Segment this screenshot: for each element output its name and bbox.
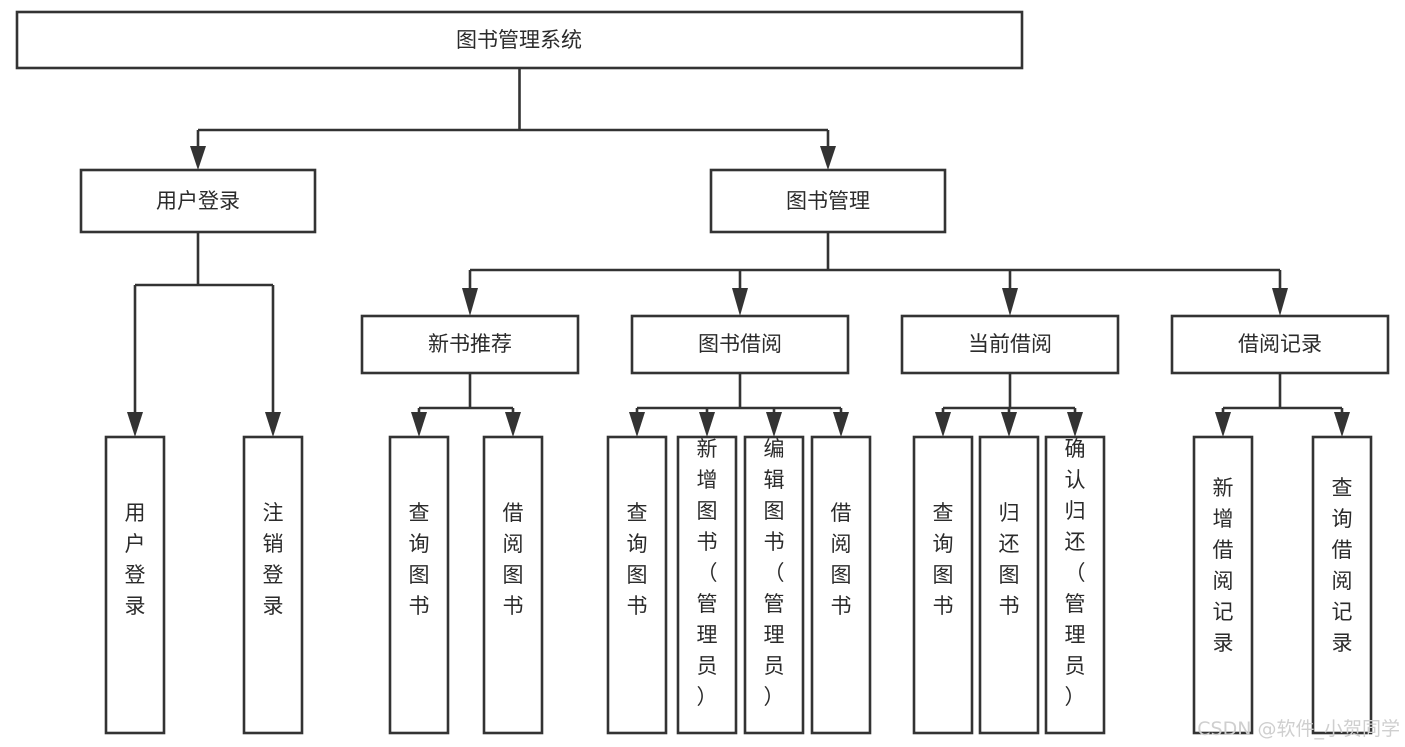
leaf-bb-borrow-book-box[interactable] [810, 435, 872, 735]
leaf-nb-borrow-book-box[interactable] [482, 435, 544, 735]
node-root-label: 图书管理系统 [456, 28, 582, 52]
node-current-borrow-box[interactable] [900, 314, 1120, 375]
arrow-head-bb-leaf-1 [629, 412, 645, 437]
node-book-borrow[interactable]: 图书借阅 [630, 314, 850, 375]
arrow-head-bb-leaf-2 [699, 412, 715, 437]
arrow-head-new-book [462, 288, 478, 316]
leaf-bb-edit-book[interactable]: 编辑图书（管理员） [743, 435, 805, 735]
arrow-head-br-leaf-1 [1215, 412, 1231, 437]
node-book-management[interactable]: 图书管理 [709, 168, 947, 234]
node-current-borrow[interactable]: 当前借阅 [900, 314, 1120, 375]
leaf-cb-confirm-return-label: 确认归还（管理员） [1065, 437, 1086, 709]
arrow-head-leaf-logout [265, 412, 281, 437]
leaf-cb-query-book-label: 查询图书 [933, 501, 954, 618]
arrow-head-user-login [190, 146, 206, 170]
node-borrow-record-box[interactable] [1170, 314, 1390, 375]
connector-group-new-book [411, 373, 521, 437]
arrow-head-current-borrow [1002, 288, 1018, 316]
leaf-nb-borrow-book[interactable]: 借阅图书 [482, 435, 544, 735]
leaf-br-add-record-box[interactable] [1192, 435, 1254, 735]
connector-group-root [190, 68, 836, 170]
leaf-br-query-record-label: 查询借阅记录 [1332, 476, 1353, 655]
arrow-head-cb-leaf-3 [1067, 412, 1083, 437]
watermark-label: CSDN @软件_小贺同学 [1197, 718, 1400, 740]
leaf-br-query-record[interactable]: 查询借阅记录 [1311, 435, 1373, 735]
leaf-cb-return-book-label: 归还图书 [999, 501, 1020, 618]
connector-group-current-borrow [935, 373, 1083, 437]
leaf-nb-query-book-box[interactable] [388, 435, 450, 735]
arrow-head-cb-leaf-2 [1001, 412, 1017, 437]
arrow-head-borrow-record [1272, 288, 1288, 316]
connector-group-borrow-record [1215, 373, 1350, 437]
leaf-br-add-record[interactable]: 新增借阅记录 [1192, 435, 1254, 735]
node-book-management-label: 图书管理 [786, 189, 870, 213]
leaf-bb-query-book-label: 查询图书 [627, 501, 648, 618]
node-new-book-recommend[interactable]: 新书推荐 [360, 314, 580, 375]
leaf-br-query-record-box[interactable] [1311, 435, 1373, 735]
leaf-bb-borrow-book[interactable]: 借阅图书 [810, 435, 872, 735]
leaf-cb-query-book-box[interactable] [912, 435, 974, 735]
leaf-cb-query-book[interactable]: 查询图书 [912, 435, 974, 735]
leaf-bb-borrow-book-label: 借阅图书 [831, 501, 852, 618]
arrow-head-leaf-user-login [127, 412, 143, 437]
arrow-head-cb-leaf-1 [935, 412, 951, 437]
node-root-box[interactable] [15, 10, 1024, 70]
arrow-head-book-mgmt [820, 146, 836, 170]
leaf-bb-add-book-label: 新增图书（管理员） [697, 437, 718, 709]
leaf-nb-borrow-book-label: 借阅图书 [503, 501, 524, 618]
node-borrow-record-label: 借阅记录 [1238, 332, 1322, 356]
node-current-borrow-label: 当前借阅 [968, 332, 1052, 356]
node-borrow-record[interactable]: 借阅记录 [1170, 314, 1390, 375]
leaf-bb-edit-book-box[interactable] [743, 435, 805, 735]
arrow-head-nb-leaf-1 [411, 412, 427, 437]
leaf-user-login-box[interactable] [104, 435, 166, 735]
leaf-nb-query-book-label: 查询图书 [409, 501, 430, 618]
node-root[interactable]: 图书管理系统 [15, 10, 1024, 70]
leaf-br-add-record-label: 新增借阅记录 [1213, 476, 1234, 655]
arrow-head-bb-leaf-3 [766, 412, 782, 437]
leaf-cb-confirm-return[interactable]: 确认归还（管理员） [1044, 435, 1106, 735]
leaf-cb-return-book-box[interactable] [978, 435, 1040, 735]
leaf-cb-confirm-return-box[interactable] [1044, 435, 1106, 735]
leaf-logout-label: 注销登录 [263, 501, 284, 618]
node-user-login-box[interactable] [79, 168, 317, 234]
node-book-borrow-box[interactable] [630, 314, 850, 375]
node-new-book-recommend-box[interactable] [360, 314, 580, 375]
arrow-head-br-leaf-2 [1334, 412, 1350, 437]
leaf-bb-query-book-box[interactable] [606, 435, 668, 735]
node-book-borrow-label: 图书借阅 [698, 332, 782, 356]
leaf-bb-add-book-box[interactable] [676, 435, 738, 735]
node-user-login-label: 用户登录 [156, 189, 240, 213]
connector-group-user-login [127, 232, 281, 437]
leaf-user-login-label: 用户登录 [125, 501, 146, 618]
leaf-bb-edit-book-label: 编辑图书（管理员） [764, 437, 785, 709]
arrow-head-book-borrow [732, 288, 748, 316]
node-new-book-recommend-label: 新书推荐 [428, 332, 512, 356]
node-book-management-box[interactable] [709, 168, 947, 234]
leaf-logout[interactable]: 注销登录 [242, 435, 304, 735]
leaf-logout-box[interactable] [242, 435, 304, 735]
leaf-nb-query-book[interactable]: 查询图书 [388, 435, 450, 735]
arrow-head-nb-leaf-2 [505, 412, 521, 437]
leaf-user-login[interactable]: 用户登录 [104, 435, 166, 735]
connector-group-book-mgmt [462, 232, 1288, 316]
arrow-head-bb-leaf-4 [833, 412, 849, 437]
leaf-bb-query-book[interactable]: 查询图书 [606, 435, 668, 735]
connector-group-book-borrow [629, 373, 849, 437]
leaf-bb-add-book[interactable]: 新增图书（管理员） [676, 435, 738, 735]
node-user-login[interactable]: 用户登录 [79, 168, 317, 234]
leaf-cb-return-book[interactable]: 归还图书 [978, 435, 1040, 735]
